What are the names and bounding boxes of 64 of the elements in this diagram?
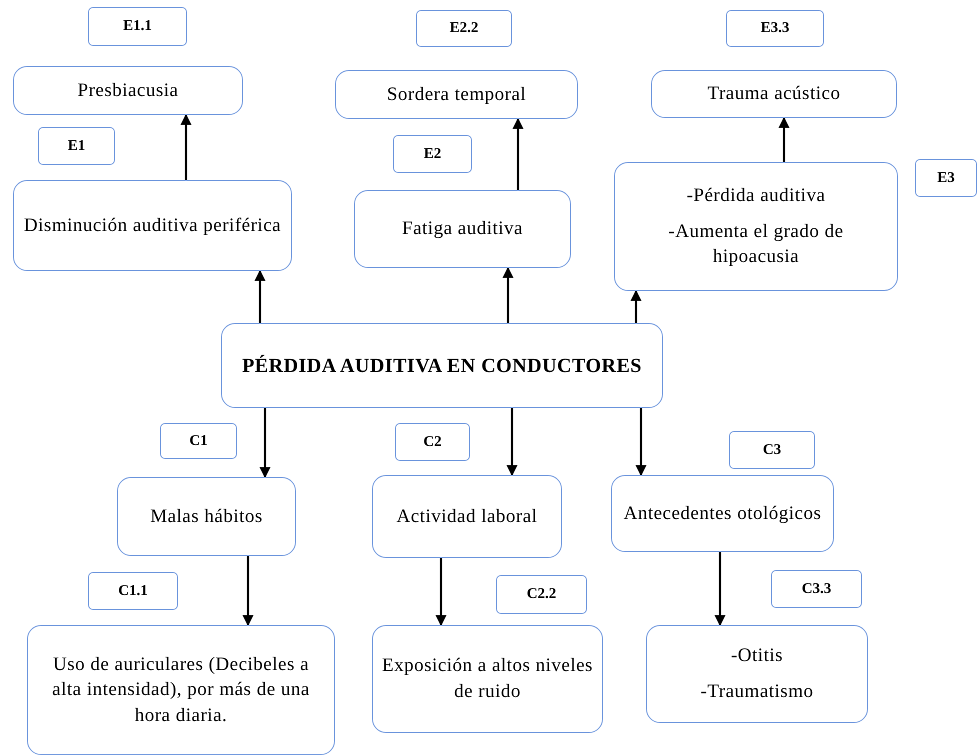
- arrow: [254, 270, 266, 323]
- concept-box: [611, 475, 834, 552]
- concept-text: Presbiacusia: [78, 78, 178, 103]
- code-label: E2: [424, 146, 442, 162]
- code-label-box: [771, 570, 862, 608]
- code-label-box: [915, 159, 977, 197]
- concept-text: Fatiga auditiva: [402, 217, 523, 242]
- concept-text: PÉRDIDA AUDITIVA EN CONDUCTORES: [242, 354, 642, 378]
- code-label-box: [160, 423, 237, 459]
- arrow: [636, 408, 646, 476]
- concept-text: Trauma acústico: [708, 82, 840, 106]
- code-label: C3: [762, 442, 782, 458]
- code-label-box: [88, 572, 178, 610]
- arrow: [506, 408, 518, 476]
- code-label-box: [88, 7, 187, 46]
- concept-text: Malas hábitos: [150, 504, 263, 529]
- code-label: C2.2: [526, 586, 556, 603]
- code-label: E3: [937, 170, 955, 186]
- code-label-box: [729, 431, 815, 469]
- arrow: [260, 408, 270, 478]
- arrow: [512, 118, 524, 190]
- code-label-box: [38, 127, 115, 165]
- concept-text: Exposición a altos niveles de ruido: [381, 654, 594, 704]
- code-label: C1.1: [118, 582, 148, 600]
- concept-box: [335, 70, 578, 119]
- concept-text: Sordera temporal: [386, 82, 526, 107]
- concept-box: [13, 180, 292, 271]
- concept-text: Disminución auditiva periférica: [24, 214, 282, 238]
- code-label: E2.2: [450, 20, 478, 37]
- concept-text: -Otitis: [730, 644, 784, 668]
- concept-text: -Pérdida auditiva: [686, 184, 826, 208]
- code-label: E1.1: [123, 18, 152, 35]
- central-topic-box: [221, 323, 663, 408]
- concept-box: [372, 625, 603, 733]
- concept-text: Uso de auriculares (Decibeles a alta intensidad), por más de una hora diaria.: [51, 652, 311, 728]
- concept-box: [614, 162, 898, 291]
- arrow: [714, 552, 726, 626]
- arrow: [630, 290, 642, 323]
- arrow: [180, 114, 192, 180]
- code-label-box: [496, 575, 587, 614]
- arrow: [436, 558, 446, 626]
- arrow: [242, 556, 254, 626]
- code-label: E3.3: [760, 20, 790, 37]
- code-label-box: [416, 10, 512, 47]
- concept-box: [646, 625, 868, 723]
- concept-box: [372, 475, 562, 558]
- arrow: [502, 266, 514, 323]
- concept-box: [651, 70, 897, 118]
- arrow: [778, 116, 790, 162]
- concept-box: [13, 66, 243, 115]
- concept-box: [117, 477, 296, 556]
- concept-text: Antecedentes otológicos: [624, 502, 822, 526]
- code-label: E1: [68, 138, 86, 154]
- concept-text: -Traumatismo: [700, 680, 814, 704]
- code-label: C2: [423, 434, 442, 450]
- code-label: C3.3: [802, 580, 832, 598]
- concept-box: [354, 190, 571, 268]
- code-label-box: [395, 423, 470, 461]
- code-label-box: [726, 10, 824, 47]
- concept-box: [27, 625, 335, 755]
- concept-text: Actividad laboral: [396, 504, 538, 529]
- code-label-box: [393, 135, 472, 173]
- code-label: C1: [189, 432, 208, 450]
- concept-text: -Aumenta el grado de hipoacusia: [667, 220, 845, 270]
